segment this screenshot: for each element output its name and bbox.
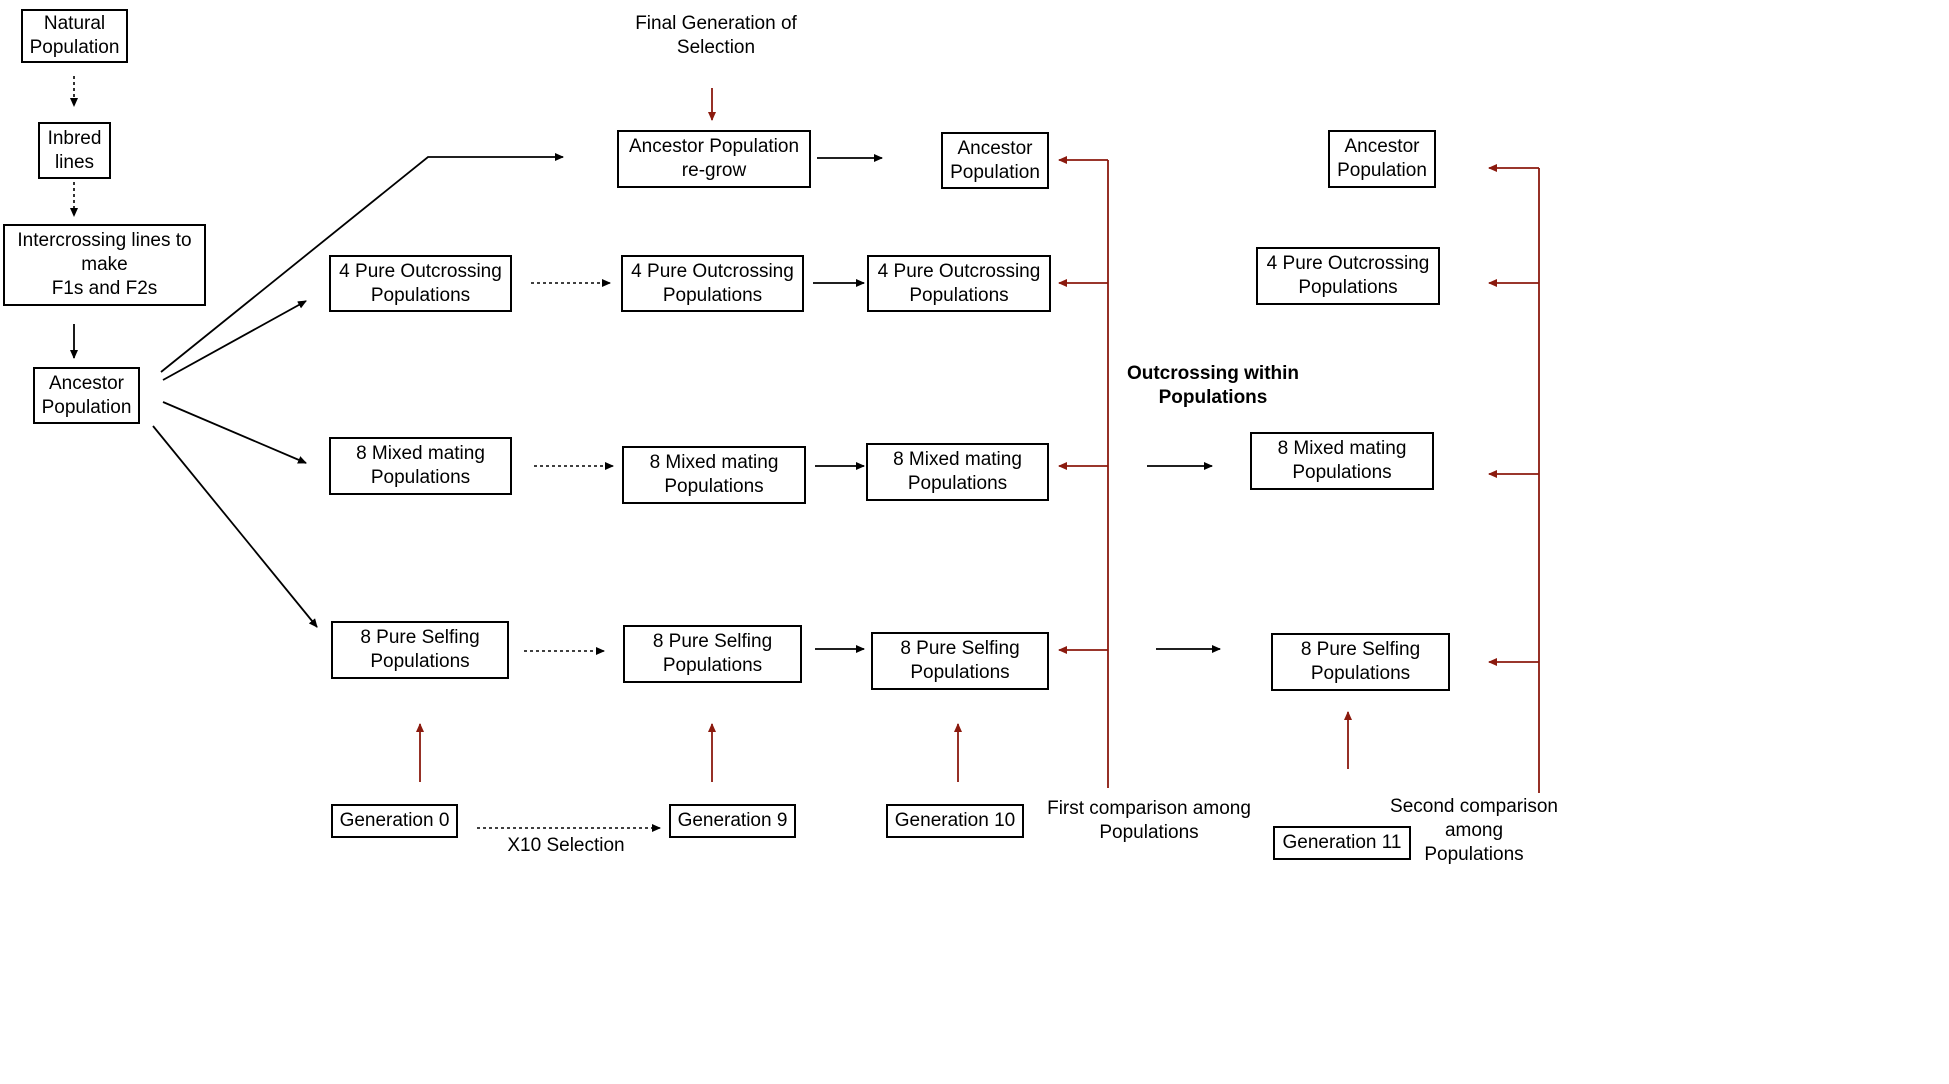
x10-selection-label: X10 Selection [507,835,625,856]
diagram-connectors [70,76,1540,832]
generation-9-box: Generation 9 [669,804,796,838]
arrow-ancestor-to-regrow [160,153,564,373]
generation-10-box: Generation 10 [886,804,1024,838]
arrow-ancestor-to-outcross [162,300,307,381]
generation-11-box: Generation 11 [1273,826,1411,860]
arrow-ancestor-to-selfing [152,425,318,628]
arrow-ancestor-to-mixed [162,401,307,464]
generation-0-box: Generation 0 [331,804,458,838]
